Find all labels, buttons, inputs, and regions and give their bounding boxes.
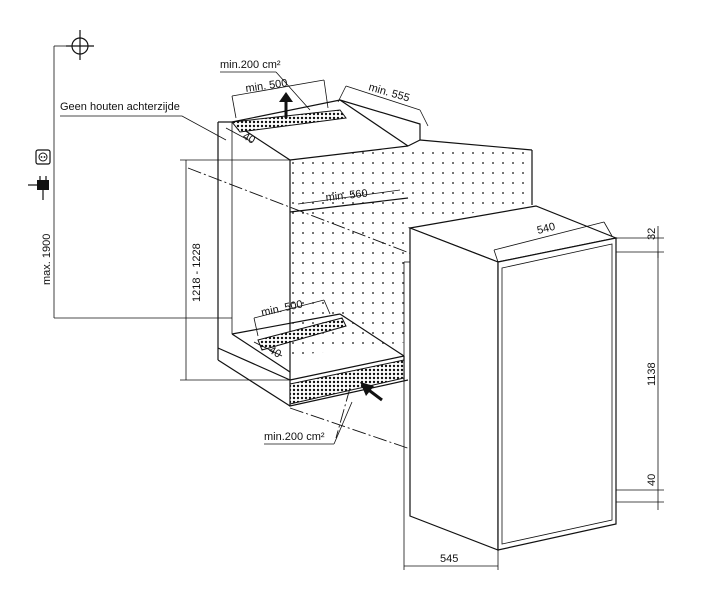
airflow-arrow-icon — [279, 92, 293, 118]
axis-line — [335, 387, 351, 439]
cabinet-niche — [217, 99, 533, 407]
no-wooden-back-label: Geen houten achterzijde — [60, 101, 180, 113]
niche-height-label: 1218 - 1228 — [191, 243, 203, 302]
top-vent-grille — [231, 109, 347, 133]
bottom-inner-vent-grille — [257, 317, 347, 351]
top-vent-area-label: min.200 cm² — [220, 59, 281, 71]
power-plug-icon — [28, 176, 49, 200]
bottom-gap-label: 40 — [267, 344, 284, 361]
inner-width-label: min. 560 — [325, 188, 368, 204]
airflow-arrow-icon — [360, 382, 383, 402]
bottom-vent-area-label: min.200 cm² — [264, 431, 325, 443]
appliance-width-label: 540 — [536, 221, 557, 237]
appliance-top-gap-label: 32 — [646, 228, 658, 240]
appliance-bottom-gap-label: 40 — [646, 474, 658, 486]
top-depth-label: min. 555 — [367, 81, 411, 104]
wall-outlet-crosshair-icon — [54, 30, 94, 60]
top-vent-width-label: min. 500 — [245, 77, 288, 95]
refrigerator-appliance — [403, 205, 619, 551]
appliance-depth-label: 545 — [440, 553, 458, 565]
power-socket-icon — [35, 149, 51, 165]
appliance-height-label: 1138 — [646, 362, 658, 386]
max-height-label: max. 1900 — [41, 234, 53, 285]
top-gap-label: 40 — [241, 130, 258, 147]
